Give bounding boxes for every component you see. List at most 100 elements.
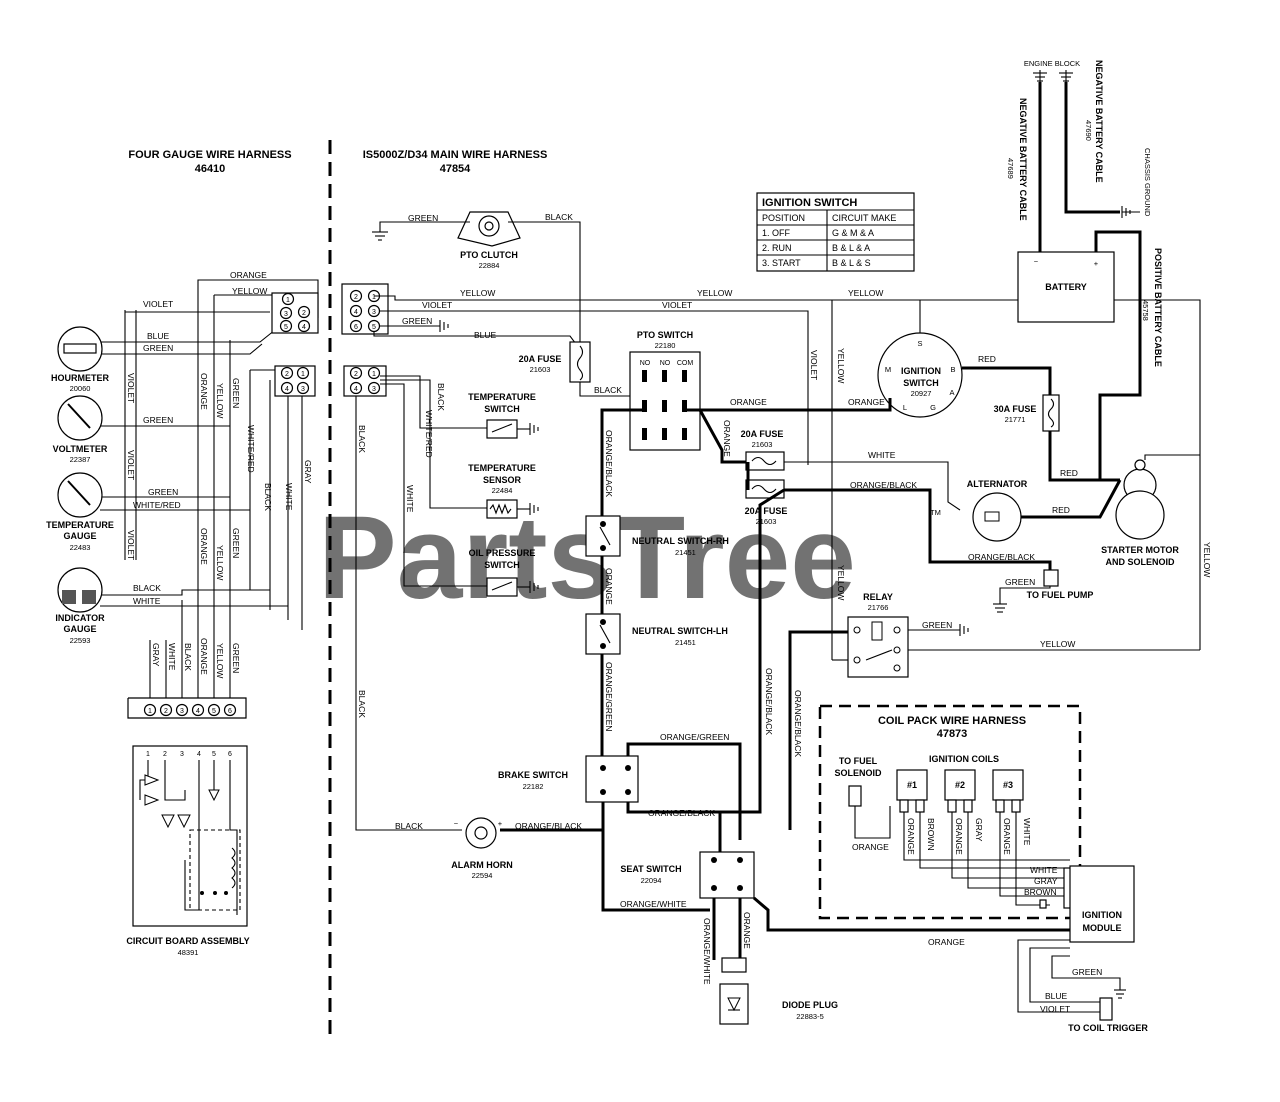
fuse-20a-mid: 20A FUSE 21603 xyxy=(741,429,785,471)
wires-blue-label: BLUE xyxy=(1045,991,1068,1001)
fuse-30a: 30A FUSE 21771 xyxy=(994,394,1060,432)
ignition-table-rows-2-circuit-label: B & L & S xyxy=(832,258,871,268)
components-hourmeter-pn-label: 20060 xyxy=(70,384,91,393)
wires-orange-black-label: ORANGE/BLACK xyxy=(648,808,715,818)
components-pto-no1-label: NO xyxy=(640,360,651,367)
wires-orange-black-label: ORANGE/BLACK xyxy=(793,690,803,757)
components-to-fuel-sol-1-label: TO FUEL xyxy=(839,756,878,766)
components-temp-gauge-2-label: GAUGE xyxy=(63,531,96,541)
components-to-fuel-sol-2-label: SOLENOID xyxy=(834,768,882,778)
terminals-pins-0-label: 1 xyxy=(146,751,150,758)
wires-orange-black-label: ORANGE/BLACK xyxy=(604,430,614,497)
components-ignition-switch-1-label: IGNITION xyxy=(901,366,941,376)
wires-orange-label: ORANGE xyxy=(954,818,964,855)
components-pto-clutch-label: PTO CLUTCH xyxy=(460,250,518,260)
terminals-minus-label: − xyxy=(1034,257,1039,266)
main-harness-pn: 47854 xyxy=(440,163,471,175)
components-voltmeter-label: VOLTMETER xyxy=(53,444,108,454)
terminals-minus-label: − xyxy=(454,819,459,828)
components-starter-1-label: STARTER MOTOR xyxy=(1101,545,1179,555)
oil-pressure-switch: OIL PRESSURE SWITCH xyxy=(469,548,539,597)
wires-orange-label: ORANGE xyxy=(742,912,752,949)
components-fuse-30a-label: 30A FUSE xyxy=(994,404,1037,414)
terminals-pins-4-label: 5 xyxy=(212,708,216,715)
ignition-table: IGNITION SWITCH POSITION CIRCUIT MAKE 1.… xyxy=(756,192,915,272)
components-ign-mod-2-label: MODULE xyxy=(1083,923,1122,933)
wires-white-label: WHITE xyxy=(1030,865,1058,875)
wires-brown-label: BROWN xyxy=(1024,887,1057,897)
components-neg-cable-a-pn-label: 47690 xyxy=(1084,120,1093,141)
fuel-pump-connector: GREEN TO FUEL PUMP xyxy=(993,569,1093,613)
wires-black-label: BLACK xyxy=(357,425,367,453)
wires-green-label: GREEN xyxy=(143,343,173,353)
components-coil1-label: #1 xyxy=(907,780,917,790)
wires-red-label: RED xyxy=(1052,505,1070,515)
diode-plug: DIODE PLUG 22883-5 xyxy=(719,957,838,1025)
components-pto-clutch-pn-label: 22884 xyxy=(479,261,500,270)
wires-violet-label: VIOLET xyxy=(422,300,452,310)
main-connector-a: 2 1 4 3 6 5 xyxy=(341,283,389,335)
components-temp-switch-2-label: SWITCH xyxy=(484,404,520,414)
components-neutral-rh-pn-label: 21451 xyxy=(675,548,696,557)
components-brake-pn-label: 22182 xyxy=(523,782,544,791)
wires-blue-label: BLUE xyxy=(147,331,170,341)
wires-violet-label: VIOLET xyxy=(809,350,819,380)
battery: − + BATTERY xyxy=(1017,251,1115,323)
watermark: PartsTree xyxy=(318,492,856,624)
four-gauge-harness-title: FOUR GAUGE WIRE HARNESS xyxy=(128,149,291,161)
svg-text:1: 1 xyxy=(372,371,376,378)
ignition-table-rows-1-pos-label: 2. RUN xyxy=(762,243,792,253)
wires-green-label: GREEN xyxy=(148,487,178,497)
wires-green-label: GREEN xyxy=(143,415,173,425)
components-temp-sensor-1-label: TEMPERATURE xyxy=(468,463,536,473)
wires-orange-white-label: ORANGE/WHITE xyxy=(620,899,687,909)
components-oil-1-label: OIL PRESSURE xyxy=(469,548,536,558)
temperature-sensor: TEMPERATURE SENSOR 22484 xyxy=(468,463,539,519)
svg-text:6: 6 xyxy=(354,324,358,331)
svg-text:3: 3 xyxy=(301,386,305,393)
components-hourmeter-label: HOURMETER xyxy=(51,373,109,383)
components-seat-label: SEAT SWITCH xyxy=(620,864,681,874)
wires-gray-label: GRAY xyxy=(151,643,161,667)
wires-green-label: GREEN xyxy=(231,378,241,408)
wires-white-red-label: WHITE/RED xyxy=(133,500,181,510)
svg-text:3: 3 xyxy=(372,309,376,316)
wires-violet-label: VIOLET xyxy=(662,300,692,310)
components-indicator-2-label: GAUGE xyxy=(63,624,96,634)
wires-gray-label: GRAY xyxy=(974,818,984,842)
wires-orange-label: ORANGE xyxy=(199,638,209,675)
components-to-coil-label: TO COIL TRIGGER xyxy=(1068,1023,1148,1033)
wires-black-label: BLACK xyxy=(133,583,161,593)
terminals-ign-b-label: B xyxy=(950,365,955,374)
wires-yellow-label: YELLOW xyxy=(1202,542,1212,577)
wires-gray-label: GRAY xyxy=(1034,876,1058,886)
components-indicator-1-label: INDICATOR xyxy=(55,613,105,623)
wires-yellow-label: YELLOW xyxy=(460,288,495,298)
components-fuse-20a-low-label: 20A FUSE xyxy=(745,506,788,516)
components-voltmeter-pn-label: 22387 xyxy=(70,455,91,464)
terminals-pins-2-label: 3 xyxy=(180,708,184,715)
wires-yellow-label: YELLOW xyxy=(215,643,225,678)
svg-text:5: 5 xyxy=(372,324,376,331)
wires-green-label: GREEN xyxy=(231,643,241,673)
wires-green-label: GREEN xyxy=(922,620,952,630)
wires-white-label: WHITE xyxy=(1022,818,1032,846)
terminals-ign-g-label: G xyxy=(930,403,936,412)
wires-violet-label: VIOLET xyxy=(1040,1004,1070,1014)
coil-pack-harness: COIL PACK WIRE HARNESS 47873 TO FUEL SOL… xyxy=(818,704,1082,920)
components-fuse-20a-mid-pn-label: 21603 xyxy=(752,440,773,449)
wires-orange-label: ORANGE xyxy=(848,397,885,407)
terminals-pins-4-label: 5 xyxy=(212,751,216,758)
svg-text:4: 4 xyxy=(285,386,289,393)
pto-clutch: PTO CLUTCH 22884 xyxy=(457,211,521,270)
svg-text:5: 5 xyxy=(284,324,288,331)
wires-yellow-label: YELLOW xyxy=(232,286,267,296)
components-temp-sensor-2-label: SENSOR xyxy=(483,475,522,485)
circuit-board-assembly: 1 2 3 4 5 6 CIRCUIT BOARD ASSEMBLY 48391 xyxy=(126,745,250,957)
wires-white-label: WHITE xyxy=(284,483,294,511)
terminals-pins-1-label: 2 xyxy=(163,751,167,758)
components-neg-cable-b-label: NEGATIVE BATTERY CABLE xyxy=(1018,98,1028,221)
alternator: ALTERNATOR xyxy=(967,479,1028,542)
temperature-gauge: TEMPERATURE GAUGE 22483 xyxy=(46,472,114,552)
ignition-table-rows-2-pos-label: 3. START xyxy=(762,258,801,268)
